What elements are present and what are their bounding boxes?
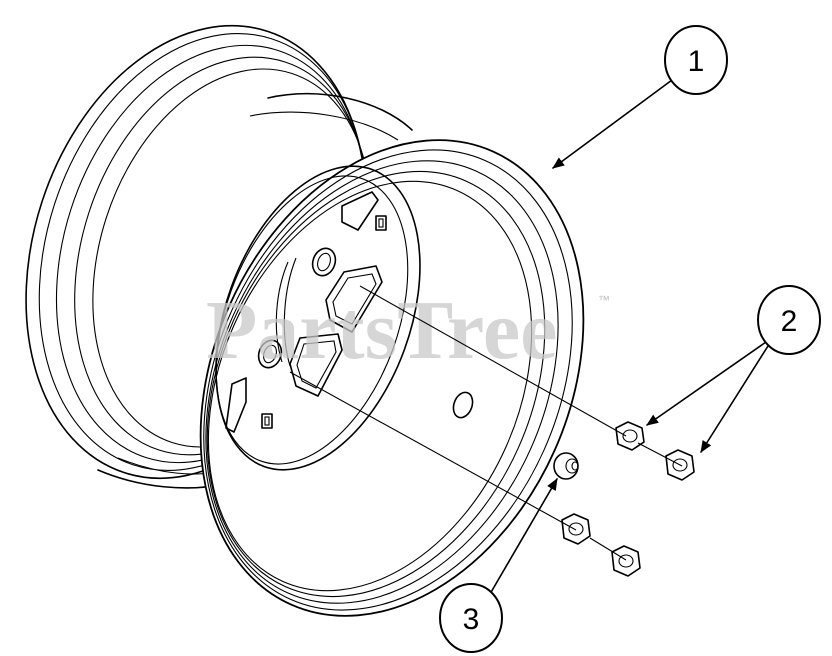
leader-1 (552, 79, 673, 169)
rim-vent-cutouts (225, 191, 383, 433)
lug-nut-upper-2 (665, 449, 695, 481)
lug-nut-lower-1 (561, 513, 591, 545)
watermark: PartsTree ™ (206, 284, 610, 377)
watermark-text: PartsTree (206, 284, 557, 377)
callout-3-number: 3 (463, 603, 480, 636)
callout-leaders (489, 79, 769, 595)
wheel-rim (25, 24, 585, 617)
callout-1-number: 1 (688, 45, 705, 78)
rim-centre-disc (215, 165, 421, 471)
callout-1[interactable]: 1 (664, 25, 728, 95)
lug-nut-lower-2 (611, 545, 641, 577)
rim-bolt-holes (257, 247, 337, 369)
callout-2[interactable]: 2 (757, 285, 821, 355)
valve-stem (553, 452, 579, 480)
callout-3[interactable]: 3 (439, 583, 503, 653)
callout-2-number: 2 (781, 305, 798, 338)
assembly-lines (289, 285, 683, 561)
lug-nut-upper-1 (615, 421, 645, 451)
leader-3 (489, 478, 558, 595)
leader-2b (700, 345, 769, 453)
rim-square-slots (261, 215, 387, 429)
watermark-trademark: ™ (598, 293, 610, 307)
leader-2a (646, 341, 767, 426)
valve-stem-hole (452, 391, 474, 419)
